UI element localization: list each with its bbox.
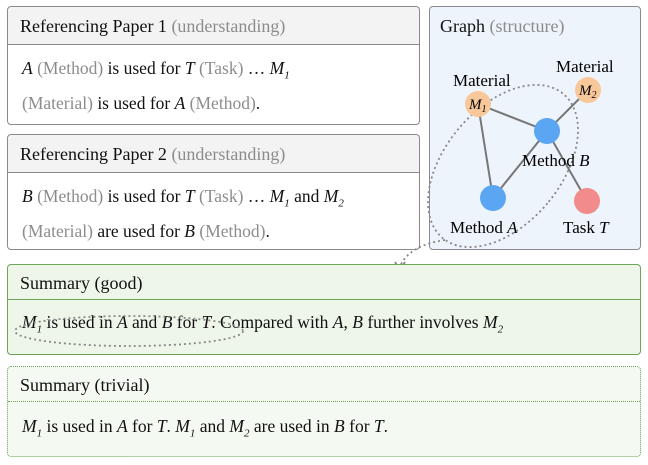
node-method-a xyxy=(480,185,506,211)
m1-node-text: M1 xyxy=(468,97,487,115)
summary-good-title: Summary (good) xyxy=(8,265,640,300)
paper-1-line-1: A (Method) is used for T (Task) … M1 xyxy=(22,55,407,90)
paper-2-header: Referencing Paper 2 (understanding) xyxy=(8,135,419,173)
paper-2-line-2: (Material) are used for B (Method). xyxy=(22,218,407,245)
method-tag: (Method) xyxy=(189,92,256,113)
method-a-label: Method A xyxy=(450,218,518,237)
m2-label: Material xyxy=(556,57,614,76)
var-t: T xyxy=(184,58,195,78)
var-b: B xyxy=(22,186,33,206)
referencing-paper-1: Referencing Paper 1 (understanding) A (M… xyxy=(7,6,420,125)
relation-text: is used for xyxy=(97,92,171,113)
paper-2-line-1: B (Method) is used for T (Task) … M1 and… xyxy=(22,183,407,218)
paper-1-header: Referencing Paper 1 (understanding) xyxy=(8,7,419,45)
var-m1: M1 xyxy=(269,58,290,82)
var-m1: M1 xyxy=(175,416,196,440)
node-method-b xyxy=(534,118,560,144)
m2-node-text: M2 xyxy=(578,83,597,101)
paper-1-line-2: (Material) is used for A (Method). xyxy=(22,90,407,117)
graph-to-summary-arrow xyxy=(399,239,446,267)
edge-b-a xyxy=(492,130,548,199)
graph-title: Graph xyxy=(440,16,485,36)
graph-header: Graph (structure) xyxy=(430,7,640,37)
paper-2-title: Referencing Paper 2 xyxy=(20,144,167,164)
node-material-m1 xyxy=(465,91,491,117)
var-m1: M1 xyxy=(269,186,290,210)
paper-2-body: B (Method) is used for T (Task) … M1 and… xyxy=(8,173,419,249)
paper-2-tag: (understanding) xyxy=(171,144,286,164)
ellipsis: … xyxy=(247,186,266,206)
edge-b-t xyxy=(546,130,588,202)
task-tag: (Task) xyxy=(198,186,244,206)
var-m2: M2 xyxy=(323,186,344,210)
summary-trivial-body: M1 is used in A for T. M1 and M2 are use… xyxy=(22,416,389,440)
var-b: B xyxy=(184,220,195,241)
node-task-t xyxy=(574,188,600,214)
paper-1-tag: (understanding) xyxy=(171,16,286,36)
period: . xyxy=(255,92,261,113)
var-m2: M2 xyxy=(229,416,250,440)
var-m2: M2 xyxy=(483,312,504,336)
var-m1: M1 xyxy=(22,312,43,336)
var-t: T xyxy=(184,186,195,206)
summary-good-body: M1 is used in A and B for T. Compared wi… xyxy=(22,312,504,336)
paper-1-title: Referencing Paper 1 xyxy=(20,16,167,36)
method-tag: (Method) xyxy=(37,58,104,78)
summary-trivial-title: Summary (trivial) xyxy=(8,367,640,402)
task-tag: (Task) xyxy=(198,58,244,78)
and-text: and xyxy=(294,186,320,206)
summary-trivial: Summary (trivial) M1 is used in A for T.… xyxy=(7,366,641,457)
method-tag: (Method) xyxy=(199,220,266,241)
var-a: A xyxy=(174,92,186,113)
task-t-label: Task T xyxy=(563,218,610,237)
method-tag: (Method) xyxy=(37,186,104,206)
material-tag: (Material) xyxy=(22,220,93,241)
graph-tag: (structure) xyxy=(489,16,565,36)
paper-1-body: A (Method) is used for T (Task) … M1 (Ma… xyxy=(8,45,419,124)
ellipsis: … xyxy=(247,58,266,78)
material-tag: (Material) xyxy=(22,92,93,113)
relation-text: is used for xyxy=(107,58,181,78)
relation-text: is used for xyxy=(107,186,181,206)
relation-text: are used for xyxy=(97,220,180,241)
referencing-paper-2: Referencing Paper 2 (understanding) B (M… xyxy=(7,134,420,250)
period: . xyxy=(265,220,270,241)
node-material-m2 xyxy=(575,77,601,103)
summary-good: Summary (good) M1 is used in A and B for… xyxy=(7,264,641,355)
edge-m1-a xyxy=(477,103,494,199)
var-a: A xyxy=(22,58,33,78)
var-m1: M1 xyxy=(22,416,43,440)
m1-label: Material xyxy=(453,71,511,90)
method-b-label: Method B xyxy=(522,151,590,170)
